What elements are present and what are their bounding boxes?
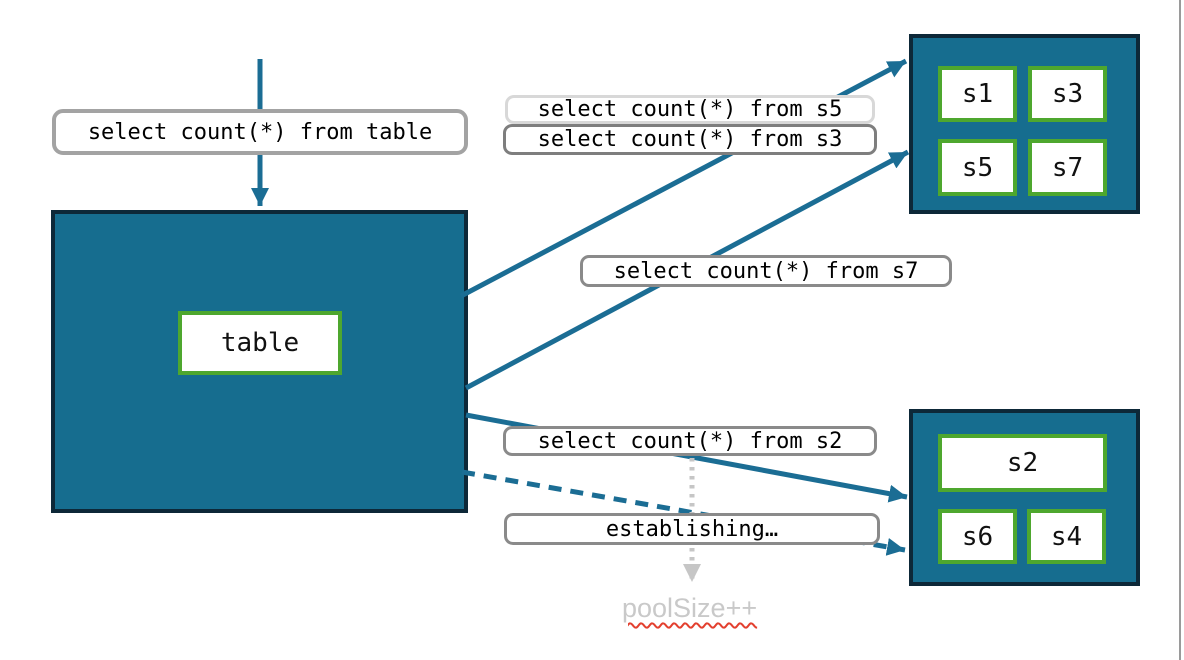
shard-s3: s3 bbox=[1028, 66, 1107, 122]
shard-s7: s7 bbox=[1028, 139, 1107, 196]
shard-s6: s6 bbox=[938, 509, 1017, 564]
shard-s2: s2 bbox=[938, 434, 1107, 492]
table-node-label: table bbox=[178, 311, 342, 375]
query-label-s5: select count(*) from s5 bbox=[505, 95, 875, 124]
query-label-table: select count(*) from table bbox=[52, 109, 468, 155]
query-label-s3: select count(*) from s3 bbox=[503, 124, 877, 155]
poolsize-annotation: poolSize++ bbox=[622, 593, 758, 623]
shard-group-top: s1 s3 s5 s7 bbox=[909, 34, 1140, 214]
slide-canvas-edge bbox=[1179, 0, 1181, 660]
establishing-label: establishing… bbox=[504, 513, 880, 545]
shard-s4: s4 bbox=[1027, 509, 1106, 564]
table-node: table bbox=[51, 210, 468, 513]
shard-s1: s1 bbox=[938, 66, 1017, 122]
query-label-s7: select count(*) from s7 bbox=[580, 255, 952, 287]
shard-s5: s5 bbox=[938, 139, 1017, 196]
shard-group-bottom: s2 s6 s4 bbox=[909, 409, 1140, 586]
query-label-s2: select count(*) from s2 bbox=[503, 426, 877, 456]
